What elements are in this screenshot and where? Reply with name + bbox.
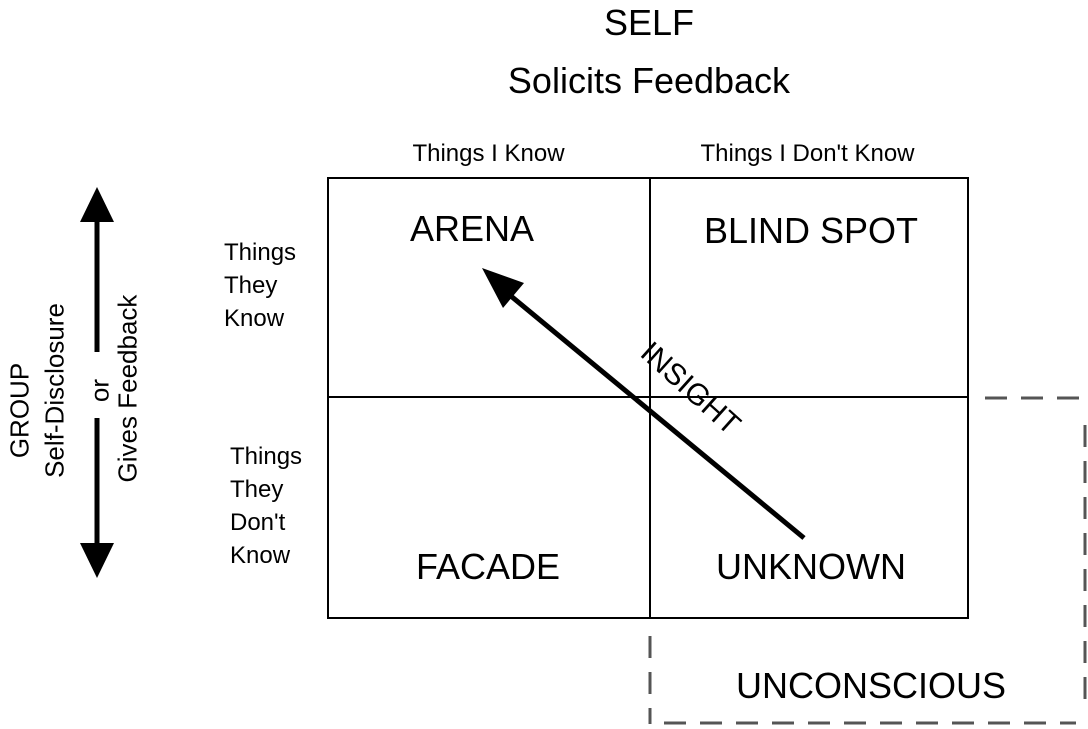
johari-window-grid bbox=[327, 177, 969, 619]
row-header-line: Know bbox=[230, 542, 291, 569]
quadrant-facade: FACADE bbox=[415, 546, 561, 587]
title-self: SELF bbox=[603, 2, 695, 43]
row-header-things-they-dont-know: Things They Don't Know bbox=[230, 440, 302, 572]
row-header-line: Things bbox=[230, 443, 303, 470]
extension-unconscious-label: UNCONSCIOUS bbox=[736, 665, 1007, 706]
quadrant-arena: ARENA bbox=[409, 208, 535, 249]
row-header-things-they-know: Things They Know bbox=[224, 236, 296, 335]
row-header-line: Don't bbox=[230, 509, 286, 536]
grid-horizontal-divider bbox=[327, 396, 969, 398]
row-header-line: They bbox=[230, 476, 284, 503]
row-header-line: Know bbox=[224, 305, 285, 332]
column-header-things-i-dont-know: Things I Don't Know bbox=[700, 140, 915, 167]
grid-vertical-divider bbox=[649, 177, 651, 619]
row-header-line: They bbox=[224, 272, 278, 299]
quadrant-blind-spot: BLIND SPOT bbox=[703, 210, 919, 251]
column-header-things-i-know: Things I Know bbox=[412, 140, 565, 167]
title-solicits-feedback: Solicits Feedback bbox=[507, 60, 791, 101]
insight-arrow-icon bbox=[482, 268, 806, 540]
quadrant-unknown: UNKNOWN bbox=[716, 546, 906, 587]
unconscious-dashed-outline bbox=[648, 396, 1088, 725]
row-header-line: Things bbox=[224, 239, 297, 266]
vertical-double-arrow-icon bbox=[80, 187, 114, 578]
